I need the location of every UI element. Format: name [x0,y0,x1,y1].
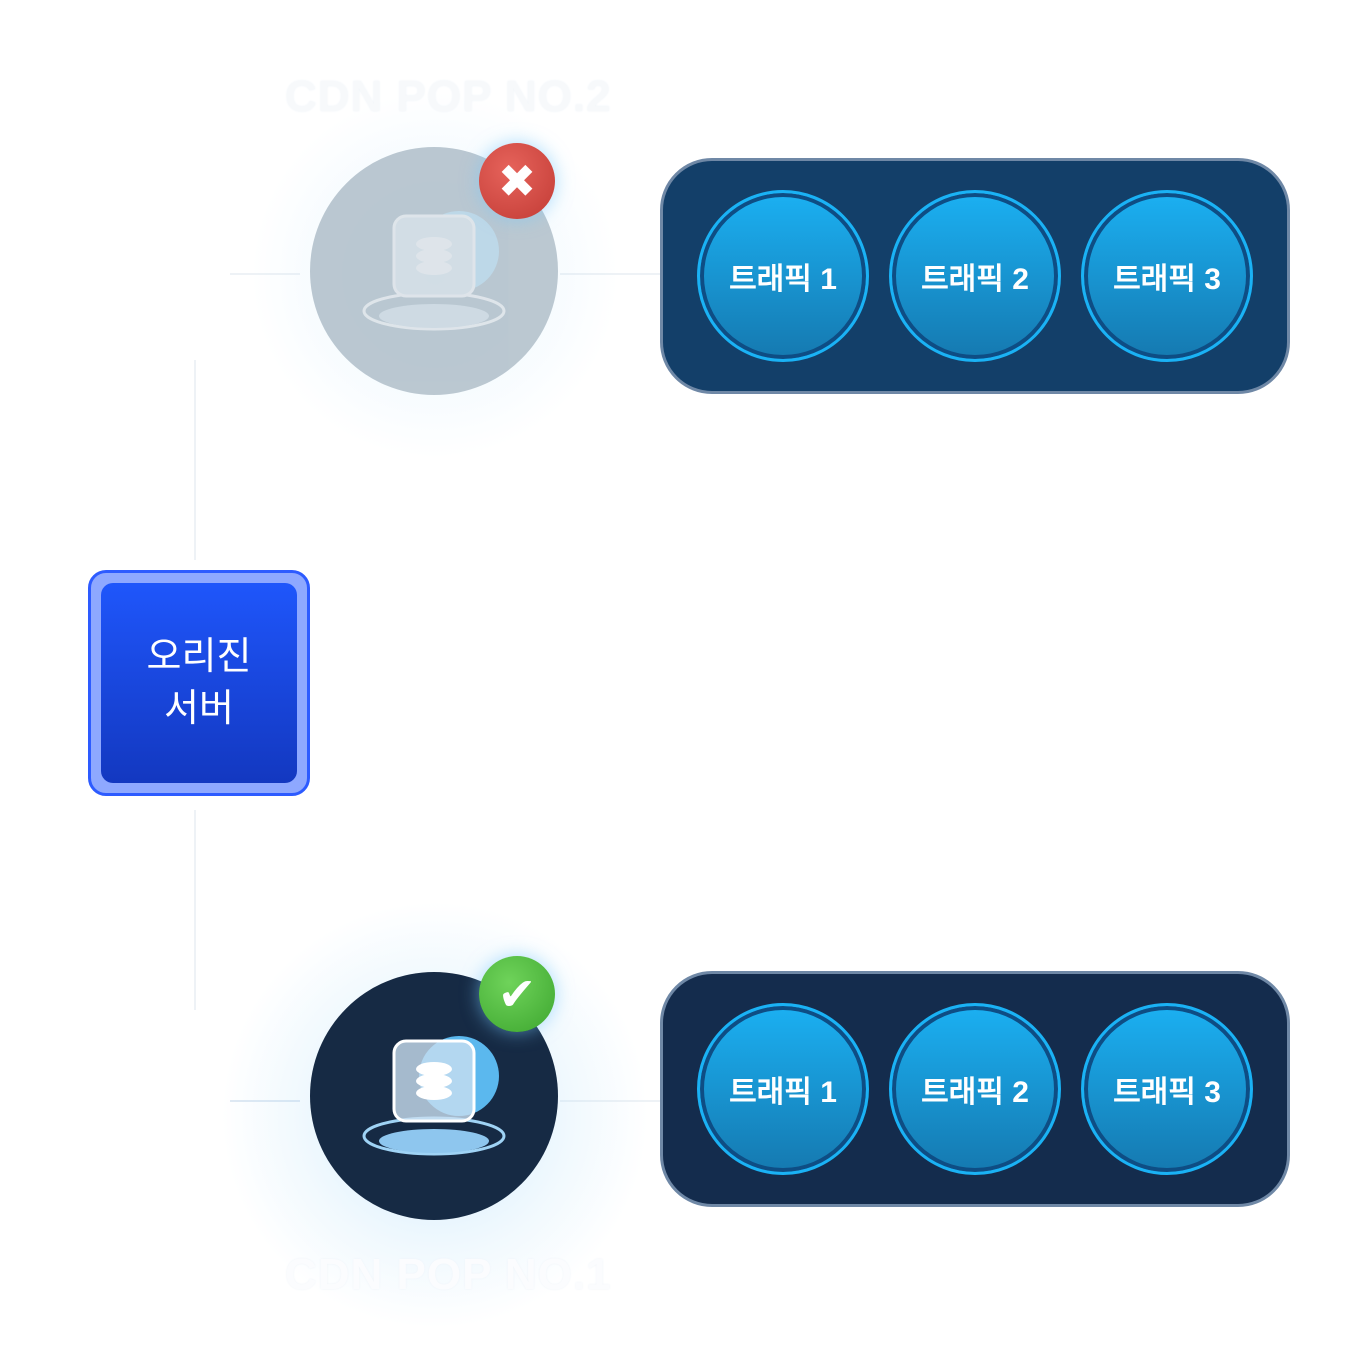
origin-server[interactable]: 오리진 서버 [88,570,310,796]
database-icon [362,211,506,331]
traffic-item[interactable]: 트래픽 2 [889,190,1061,362]
check-icon: ✔ [479,956,555,1032]
traffic-item[interactable]: 트래픽 3 [1081,190,1253,362]
connector-arrow-bottom [230,1100,300,1102]
connector-node-panel-bottom [560,1100,660,1102]
connector-node-panel-top [560,273,660,275]
pop-label-top: CDN POP NO.2 [285,72,612,121]
x-icon: ✖ [479,143,555,219]
pop-label-bottom: CDN POP NO.1 [285,1250,612,1299]
traffic-item[interactable]: 트래픽 1 [697,190,869,362]
traffic-panel-top: 트래픽 1 트래픽 2 트래픽 3 [660,158,1290,394]
traffic-item[interactable]: 트래픽 2 [889,1003,1061,1175]
traffic-item[interactable]: 트래픽 1 [697,1003,869,1175]
connector-vertical-bottom [194,810,196,1010]
origin-server-label: 오리진 서버 [101,583,297,783]
connector-vertical-top [194,360,196,560]
connector-arrow-top [230,273,300,275]
database-icon [362,1036,506,1156]
traffic-panel-bottom: 트래픽 1 트래픽 2 트래픽 3 [660,971,1290,1207]
traffic-item[interactable]: 트래픽 3 [1081,1003,1253,1175]
